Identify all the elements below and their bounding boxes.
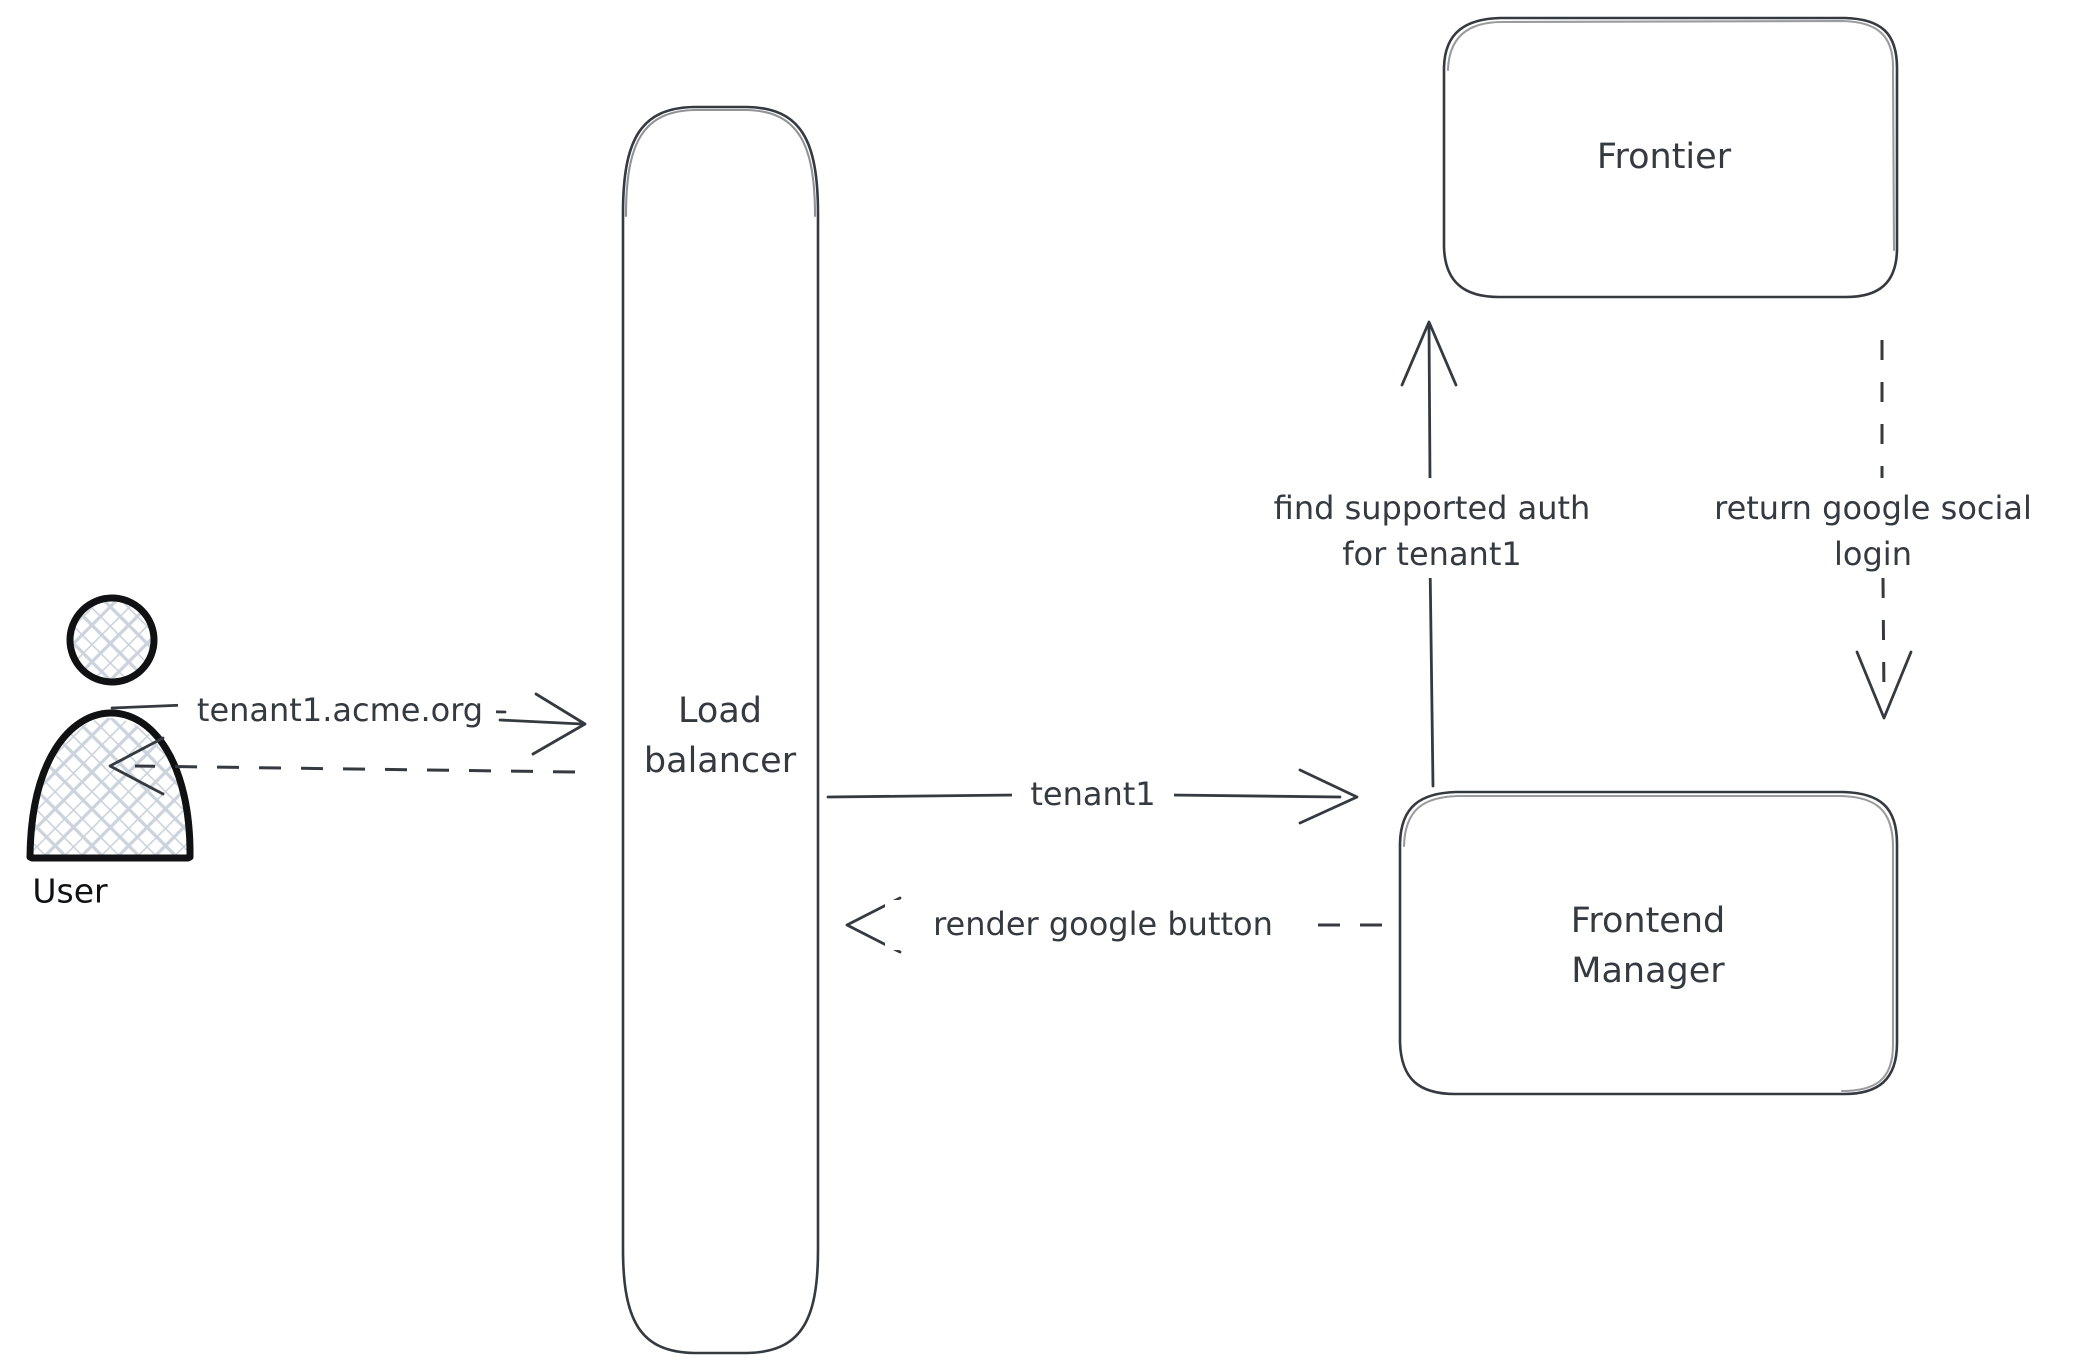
frontend-manager-shape-sketch2 (1402, 794, 1895, 1093)
edge-fm-to-frontier[interactable]: find supported auth for tenant1 (1225, 320, 1637, 788)
edge-user-to-lb-label-bg (178, 688, 496, 736)
user-label: User (32, 872, 108, 911)
person-body-icon (26, 709, 194, 862)
node-frontier[interactable]: Frontier (1442, 16, 1899, 299)
edge-lb-to-user-arrowhead (108, 736, 165, 796)
edge-frontier-to-fm-line-b (1881, 577, 1886, 701)
edge-fm-to-lb-arrowhead (845, 896, 902, 954)
edge-user-to-lb-line-a (110, 703, 187, 710)
edge-fm-to-lb-label-bg (885, 900, 1315, 950)
frontend-manager-label-line2: Manager (1571, 951, 1725, 991)
edge-lb-to-fm-arrowhead (1298, 768, 1359, 825)
edge-user-to-lb-arrowhead (531, 692, 587, 756)
frontier-shape (1442, 16, 1899, 299)
edge-user-to-lb[interactable]: tenant1.acme.org (110, 688, 587, 756)
edge-lb-to-fm-label: tenant1 (1030, 775, 1155, 813)
frontend-manager-shape (1398, 790, 1899, 1096)
edge-user-to-lb-line-c (498, 718, 584, 726)
edge-fm-to-frontier-arrowhead (1400, 320, 1458, 387)
edge-frontier-to-fm-label-line2: login (1834, 535, 1912, 573)
edge-frontier-to-fm-label-bg (1670, 478, 2080, 578)
edge-fm-to-frontier-label-line2: for tenant1 (1342, 535, 1521, 573)
frontier-label: Frontier (1597, 137, 1732, 177)
edge-fm-to-lb[interactable]: render google button (845, 896, 1382, 954)
edge-lb-to-user-line (134, 764, 576, 774)
frontier-shape-sketch2 (1446, 19, 1896, 252)
edge-lb-to-fm-line-b (1168, 793, 1342, 799)
edge-lb-to-fm-label-bg (1012, 772, 1174, 820)
edge-lb-to-fm[interactable]: tenant1 (826, 768, 1359, 825)
edge-lb-to-user[interactable] (108, 736, 576, 796)
load-balancer-label-line1: Load (678, 691, 762, 731)
edge-fm-to-lb-label: render google button (933, 905, 1273, 943)
frontend-manager-label-line1: Frontend (1571, 901, 1725, 941)
edge-fm-to-frontier-line-b (1427, 323, 1432, 482)
load-balancer-shape-sketch2 (624, 108, 817, 218)
edge-fm-to-frontier-label-line1: find supported auth (1274, 489, 1591, 527)
node-load-balancer[interactable]: Load balancer (621, 105, 820, 1355)
node-frontend-manager[interactable]: Frontend Manager (1398, 790, 1899, 1096)
edge-fm-to-frontier-line-a (1428, 558, 1435, 788)
edge-fm-to-frontier-label-bg (1225, 478, 1637, 578)
edge-frontier-to-fm-label-line1: return google social (1714, 489, 2032, 527)
node-user[interactable]: User (20, 590, 210, 911)
edge-user-to-lb-label: tenant1.acme.org (197, 691, 483, 729)
edge-lb-to-fm-line-a (826, 793, 1017, 799)
person-head-icon (66, 594, 158, 686)
edge-frontier-to-fm-arrowhead (1855, 650, 1913, 720)
load-balancer-shape (621, 105, 820, 1355)
load-balancer-label-line2: balancer (644, 741, 797, 781)
edge-frontier-to-fm[interactable]: return google social login (1670, 340, 2080, 720)
